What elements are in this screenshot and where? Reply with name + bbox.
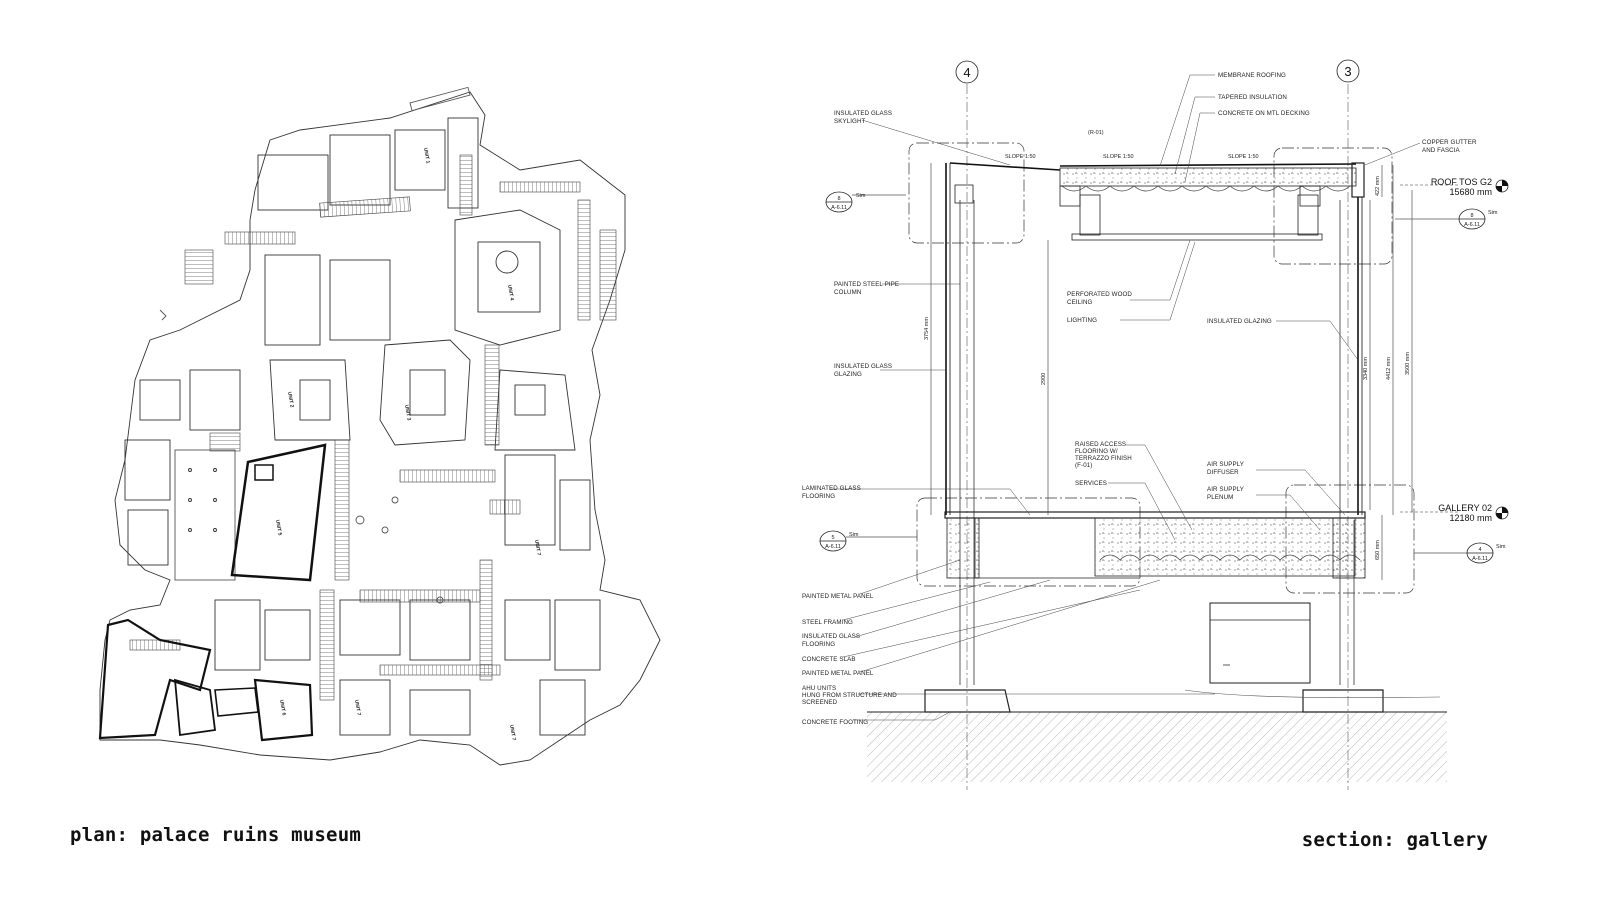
dim-3340: 3340 mm <box>1363 357 1369 380</box>
svg-text:A-6.11: A-6.11 <box>825 544 841 550</box>
plan-unit-label: UNIT 3 <box>403 404 412 421</box>
callout-left: CONCRETE SLAB <box>802 656 856 663</box>
slope-note: SLOPE 1:50 <box>1103 154 1134 160</box>
ref-bubble: 4 A-6.11 Sim <box>1414 542 1506 564</box>
svg-text:A-6.11: A-6.11 <box>1464 222 1480 228</box>
callout-left: LAMINATED GLASS <box>802 485 861 492</box>
callout-left: CONCRETE FOOTING <box>802 719 868 726</box>
callout-left: PAINTED METAL PANEL <box>802 670 874 677</box>
roof-slab <box>1059 167 1357 187</box>
site-plan: UNIT 1 UNIT 2 UNIT 3 UNIT 4 UNIT 5 UNIT … <box>98 86 661 766</box>
plan-unit-label: UNIT 5 <box>274 519 283 536</box>
callout-mid: PLENUM <box>1207 494 1233 501</box>
roof-tag: (R-01) <box>1088 130 1104 136</box>
callout-mid: PERFORATED WOOD <box>1067 291 1132 298</box>
grid-bubble-3 <box>1336 59 1360 83</box>
callout-top: TAPERED INSULATION <box>1218 94 1287 101</box>
grid-bubble-4 <box>955 60 979 84</box>
ref-bubble: 8 A-6.11 Sim <box>1395 208 1498 230</box>
section-caption: section: gallery <box>1301 829 1488 851</box>
callout-left: INSULATED GLASS <box>802 633 860 640</box>
dim-650: 650 mm <box>1375 540 1381 560</box>
level-elev-gallery: 12180 mm <box>1449 513 1492 523</box>
callout-left: FLOORING <box>802 493 835 500</box>
ground-hatch <box>867 712 1447 782</box>
callout-left: COLUMN <box>834 289 861 296</box>
dim-4412: 4412 mm <box>1386 357 1392 380</box>
plan-unit-label: UNIT 1 <box>422 147 431 164</box>
svg-text:Sim: Sim <box>856 193 866 199</box>
gallery-section: 4 3 <box>802 59 1509 790</box>
ahu-unit <box>1209 602 1311 684</box>
floor-slab <box>944 511 1366 519</box>
callout-left: HUNG FROM STRUCTURE AND <box>802 692 897 699</box>
svg-text:Sim: Sim <box>1488 210 1498 216</box>
callout-left: INSULATED GLASS <box>834 110 892 117</box>
grid-label-4: 4 <box>963 65 970 80</box>
svg-text:A-6.11: A-6.11 <box>831 205 847 211</box>
plan-unit-label: UNIT 7 <box>533 539 542 556</box>
callout-left: FLOORING <box>802 641 835 648</box>
callout-mid: DIFFUSER <box>1207 469 1239 476</box>
lower-left-building <box>98 618 212 740</box>
plan-unit-label: UNIT 4 <box>506 284 515 301</box>
svg-text:5: 5 <box>831 535 834 541</box>
callout-mid: FLOORING W/ <box>1075 448 1118 455</box>
callout-top: CONCRETE ON MTL DECKING <box>1218 110 1310 117</box>
dim-2900: 2900 <box>1041 373 1047 385</box>
dim-3754: 3754 mm <box>924 317 930 340</box>
svg-text:A-6.11: A-6.11 <box>1472 556 1488 562</box>
callout-mid: CEILING <box>1067 299 1093 306</box>
callout-mid: (F-01) <box>1075 462 1092 469</box>
callout-top: AND FASCIA <box>1422 147 1461 154</box>
callout-left: INSULATED GLASS <box>834 363 892 370</box>
grid-label-3: 3 <box>1344 64 1351 79</box>
slope-note: SLOPE 1:50 <box>1228 154 1259 160</box>
callout-mid: AIR SUPPLY <box>1207 461 1244 468</box>
ref-bubble: 8 A-6.11 Sim <box>825 191 906 213</box>
footing-right <box>1302 689 1384 713</box>
plan-unit-label: UNIT 6 <box>278 699 287 716</box>
svg-text:4: 4 <box>1478 547 1481 553</box>
svg-text:Sim: Sim <box>1496 544 1506 550</box>
plan-unit-label: UNIT 7 <box>508 724 517 741</box>
svg-text:Sim: Sim <box>849 532 859 538</box>
callout-mid: INSULATED GLAZING <box>1207 318 1272 325</box>
plan-unit-label: UNIT 7 <box>353 699 362 716</box>
callout-mid: TERRAZZO FINISH <box>1075 455 1132 462</box>
dim-3500: 3500 mm <box>1405 352 1411 375</box>
callout-mid: RAISED ACCESS <box>1075 441 1126 448</box>
plan-unit-label: UNIT 2 <box>286 391 295 408</box>
callout-top: COPPER GUTTER <box>1422 139 1477 146</box>
svg-text:8: 8 <box>837 196 840 202</box>
callout-left: STEEL FRAMING <box>802 619 853 626</box>
slope-note: SLOPE 1:50 <box>1005 154 1036 160</box>
callout-left: PAINTED STEEL PIPE <box>834 281 899 288</box>
callout-left: AHU UNITS <box>802 685 836 692</box>
dim-422: 422 mm <box>1375 176 1381 196</box>
level-elev-roof: 15680 mm <box>1449 187 1492 197</box>
perforated-ceiling <box>1071 233 1323 241</box>
level-name-gallery: GALLERY 02 <box>1438 503 1492 513</box>
callout-left: SKYLIGHT <box>834 118 866 125</box>
callout-mid: AIR SUPPLY <box>1207 486 1244 493</box>
callout-top: MEMBRANE ROOFING <box>1218 72 1286 79</box>
unit-5-building <box>230 443 327 582</box>
callout-left: SCREENED <box>802 699 838 706</box>
plan-outline <box>99 91 661 766</box>
ref-bubble: 5 A-6.11 Sim <box>819 530 917 552</box>
level-name-roof: ROOF TOS G2 <box>1431 177 1492 187</box>
callout-left: PAINTED METAL PANEL <box>802 593 874 600</box>
svg-text:8: 8 <box>1470 213 1473 219</box>
plan-caption: plan: palace ruins museum <box>70 824 361 846</box>
unit-6-building <box>253 678 314 742</box>
callout-mid: LIGHTING <box>1067 317 1097 324</box>
callout-mid: SERVICES <box>1075 480 1107 487</box>
footing-left <box>924 689 1011 713</box>
callout-left: GLAZING <box>834 371 862 378</box>
